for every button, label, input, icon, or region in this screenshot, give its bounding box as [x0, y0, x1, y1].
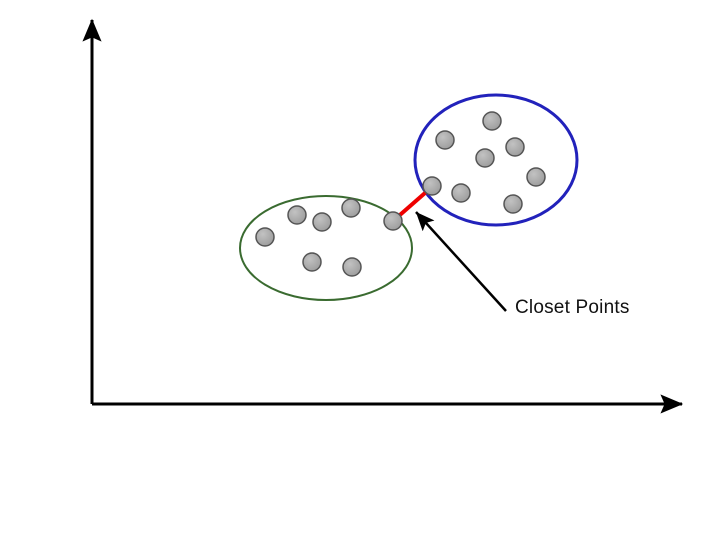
- data-point: [287, 205, 307, 225]
- data-point: [255, 227, 275, 247]
- data-point: [312, 212, 332, 232]
- data-point: [503, 194, 523, 214]
- data-point: [435, 130, 455, 150]
- data-point: [383, 211, 403, 231]
- data-point: [451, 183, 471, 203]
- data-point: [302, 252, 322, 272]
- data-point: [482, 111, 502, 131]
- data-point: [422, 176, 442, 196]
- data-point: [341, 198, 361, 218]
- annotation-label: Closet Points: [515, 297, 630, 318]
- data-point: [475, 148, 495, 168]
- data-point: [342, 257, 362, 277]
- annotation-leader-line: [415, 211, 507, 312]
- annotation-arrow: [415, 211, 507, 312]
- data-point: [505, 137, 525, 157]
- axes: [82, 18, 684, 414]
- cluster-ellipse-green: [239, 195, 413, 301]
- cluster-outlines: [239, 93, 579, 301]
- data-points: [255, 111, 546, 277]
- cluster-ellipse-blue: [413, 93, 579, 227]
- data-point: [526, 167, 546, 187]
